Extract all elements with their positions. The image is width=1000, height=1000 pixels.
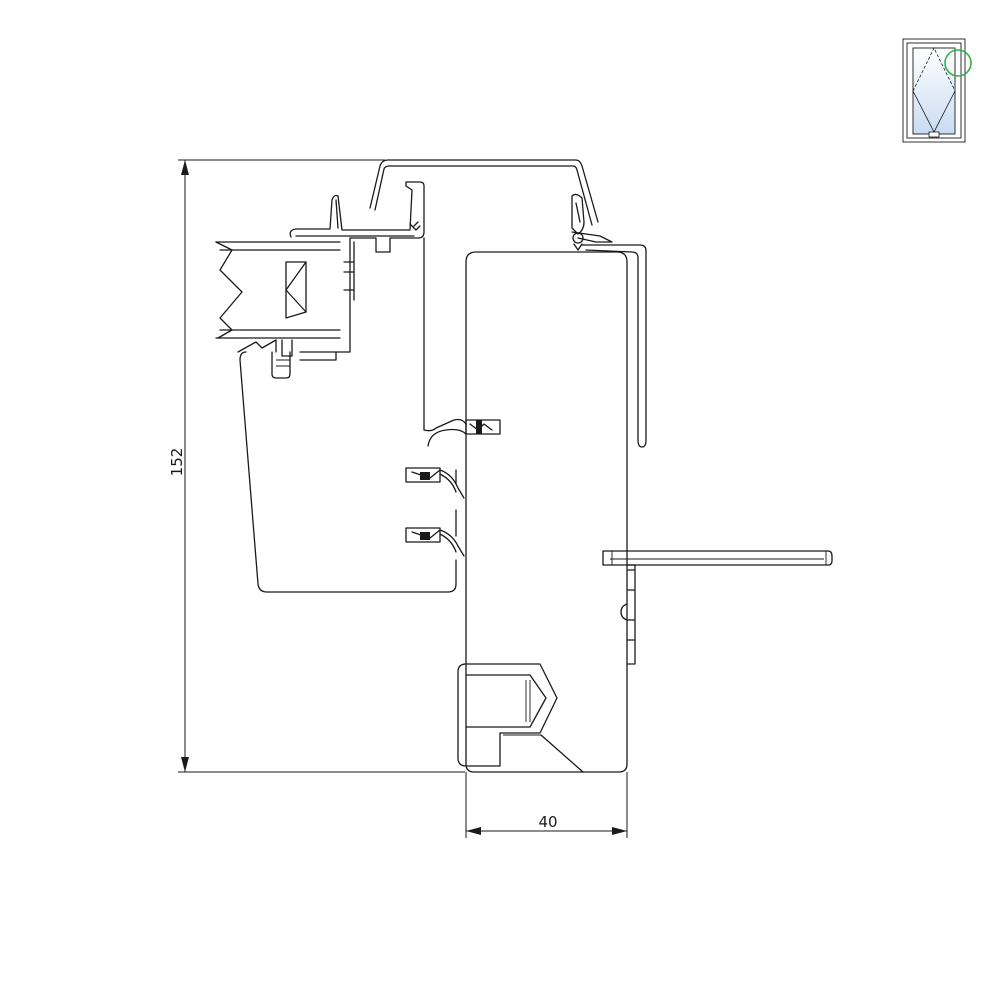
- height-dimension: 152: [168, 159, 465, 773]
- gasket-lower: [405, 527, 465, 557]
- height-dimension-label: 152: [168, 448, 186, 477]
- frame-profile: [457, 251, 628, 773]
- window-sill-board: [602, 550, 833, 665]
- gasket-middle: [405, 467, 465, 499]
- window-type-thumbnail: [902, 38, 972, 143]
- width-dimension-label: 40: [538, 813, 557, 831]
- hinge-clip: [571, 193, 613, 251]
- glass-pane: [215, 241, 341, 379]
- gasket-upper: [465, 419, 501, 435]
- cover-cap: [369, 159, 647, 448]
- detail-marker-icon: [944, 49, 972, 77]
- sash-profile: [239, 181, 467, 593]
- width-dimension: 40: [465, 772, 628, 838]
